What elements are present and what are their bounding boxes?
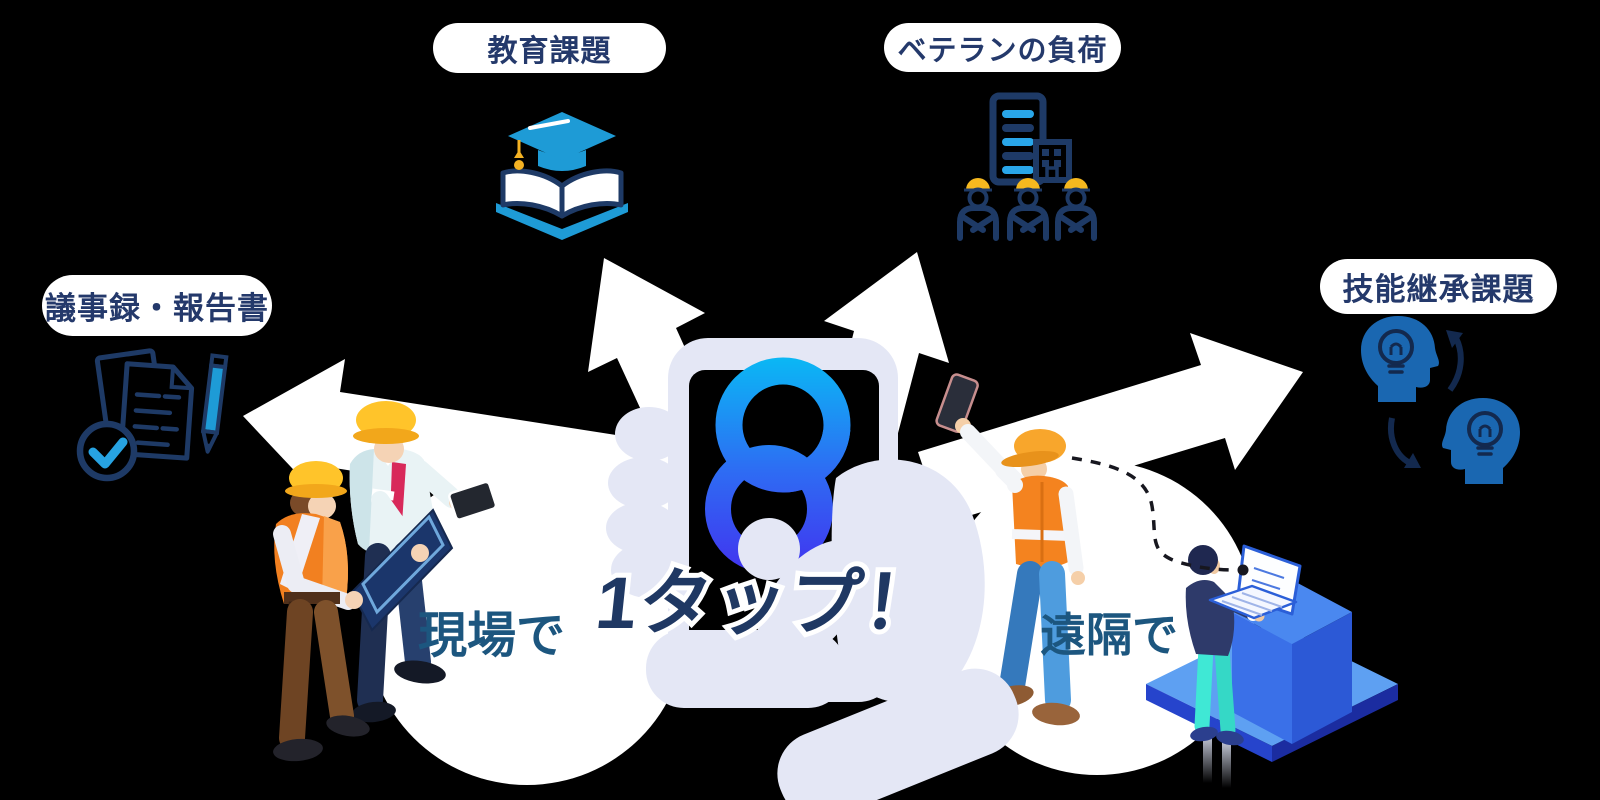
worker-glyph <box>1007 178 1049 241</box>
onsite-workers-illustration <box>273 401 498 762</box>
label-skill-transfer: 技能継承課題 <box>1320 259 1557 314</box>
caption-remote: 遠隔で <box>1040 609 1178 661</box>
label-minutes-reports: 議事録・報告書 <box>42 275 272 336</box>
thumb-and-palm <box>646 459 1019 800</box>
caption-one-tap: 1タップ！ 1タップ！ <box>587 544 948 650</box>
graduation-cap-open-book-icon <box>496 112 628 240</box>
laptop <box>1208 544 1302 620</box>
orange-vest-worker-figure <box>273 461 370 762</box>
label-education: 教育課題 <box>433 23 666 73</box>
buildings-three-workers-icon <box>957 92 1097 241</box>
worker-glyph <box>1055 178 1097 241</box>
remote-worker-figure <box>935 373 1085 726</box>
remote-desk-illustration <box>1071 456 1398 788</box>
connection-endpoint-dot <box>1237 564 1249 576</box>
label-education-text: 教育課題 <box>487 35 612 68</box>
worker-glyph <box>957 178 999 241</box>
wrist-cuff <box>777 668 1019 800</box>
blueprint-board <box>345 508 454 632</box>
caption-one-tap-text: 1タップ！ <box>592 563 944 644</box>
caption-on-site: 現場で <box>418 609 566 663</box>
label-minutes-reports-text: 議事録・報告書 <box>45 291 269 326</box>
label-veteran-load-text: ベテランの負荷 <box>897 34 1108 67</box>
documents-check-pencil-icon <box>76 348 229 482</box>
hand-with-phone <box>606 338 1019 800</box>
label-veteran-load: ベテランの負荷 <box>884 23 1121 72</box>
connection-dashed-line <box>1071 456 1235 572</box>
label-skill-transfer-text: 技能継承課題 <box>1342 272 1535 307</box>
lightbulb-heads-cycle-icon <box>1359 314 1522 486</box>
